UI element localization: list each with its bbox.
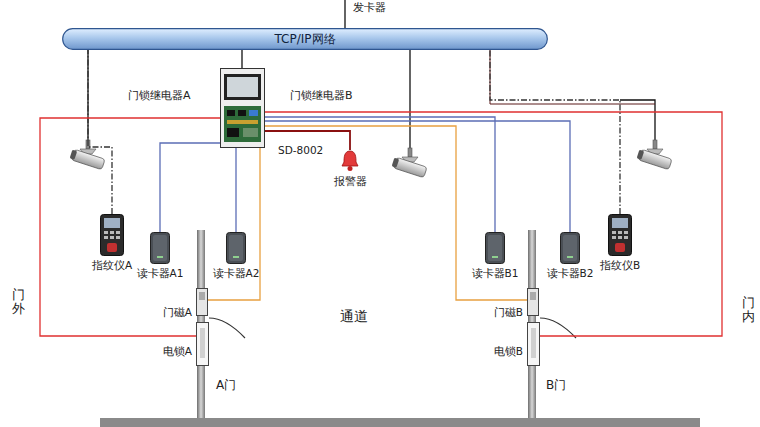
node-label: 指纹仪A bbox=[92, 259, 132, 272]
controller-device bbox=[220, 68, 265, 148]
door-post bbox=[197, 230, 536, 420]
electric-lock-device bbox=[196, 322, 209, 366]
electric-lock-device bbox=[527, 322, 540, 366]
card-reader-device bbox=[560, 232, 580, 264]
alarm-device bbox=[340, 150, 360, 172]
wire-connector bbox=[208, 148, 260, 300]
node-label: 电锁A bbox=[163, 345, 192, 358]
mag-node: 门磁A bbox=[196, 288, 208, 316]
door-magnet-device bbox=[527, 288, 539, 316]
wire-connector bbox=[235, 148, 236, 232]
text-label: 门锁继电器B bbox=[290, 89, 353, 102]
card-reader-device bbox=[226, 232, 246, 264]
wire-connector bbox=[265, 112, 722, 336]
door-magnet-device bbox=[196, 288, 208, 316]
wire-connector bbox=[265, 121, 570, 232]
wire-connector bbox=[265, 117, 495, 232]
node-label: 门磁B bbox=[494, 306, 523, 319]
node-label: SD-8002 bbox=[278, 144, 323, 157]
fp-node: 指纹仪A bbox=[100, 214, 124, 256]
wire-connector bbox=[40, 118, 220, 336]
node-label: 读卡器B2 bbox=[547, 267, 594, 280]
fingerprint-device bbox=[608, 214, 632, 256]
band-node: TCP/IP网络 bbox=[62, 28, 548, 50]
alarm-node: 报警器 bbox=[340, 150, 360, 172]
reader-node: 读卡器B2 bbox=[560, 232, 580, 264]
card-reader-device bbox=[150, 232, 170, 264]
wire-connector bbox=[490, 50, 620, 214]
side-label: 门内 bbox=[742, 296, 755, 325]
node-label: TCP/IP网络 bbox=[274, 32, 335, 46]
fp-node: 指纹仪B bbox=[608, 214, 632, 256]
floor-line bbox=[100, 418, 700, 427]
node-label: 报警器 bbox=[334, 175, 367, 188]
ctrl-node: SD-8002 bbox=[220, 68, 265, 148]
wire-connector bbox=[241, 50, 242, 68]
reader-node: 读卡器B1 bbox=[485, 232, 505, 264]
fingerprint-device bbox=[100, 214, 124, 256]
reader-node: 读卡器A1 bbox=[150, 232, 170, 264]
wire-connector bbox=[88, 50, 112, 214]
lock-node: 电锁A bbox=[196, 322, 209, 366]
wire-connector bbox=[160, 143, 220, 232]
wire-connector bbox=[265, 126, 527, 300]
reader-node: 读卡器A2 bbox=[226, 232, 246, 264]
door-leaf bbox=[209, 318, 576, 338]
node-label: 门磁A bbox=[163, 306, 192, 319]
node-label: 电锁B bbox=[494, 345, 523, 358]
node-label: 指纹仪B bbox=[600, 259, 640, 272]
lock-node: 电锁B bbox=[527, 322, 540, 366]
card-reader-device bbox=[485, 232, 505, 264]
mag-node: 门磁B bbox=[527, 288, 539, 316]
text-label: 门锁继电器A bbox=[128, 89, 191, 102]
text-label: 通道 bbox=[340, 308, 368, 325]
node-label: 读卡器B1 bbox=[472, 267, 519, 280]
text-label: B门 bbox=[546, 378, 566, 392]
node-label: 读卡器A1 bbox=[137, 267, 184, 280]
text-label: 发卡器 bbox=[353, 1, 386, 14]
text-label: A门 bbox=[216, 378, 236, 392]
side-label: 门外 bbox=[12, 288, 25, 317]
node-label: 读卡器A2 bbox=[213, 267, 260, 280]
